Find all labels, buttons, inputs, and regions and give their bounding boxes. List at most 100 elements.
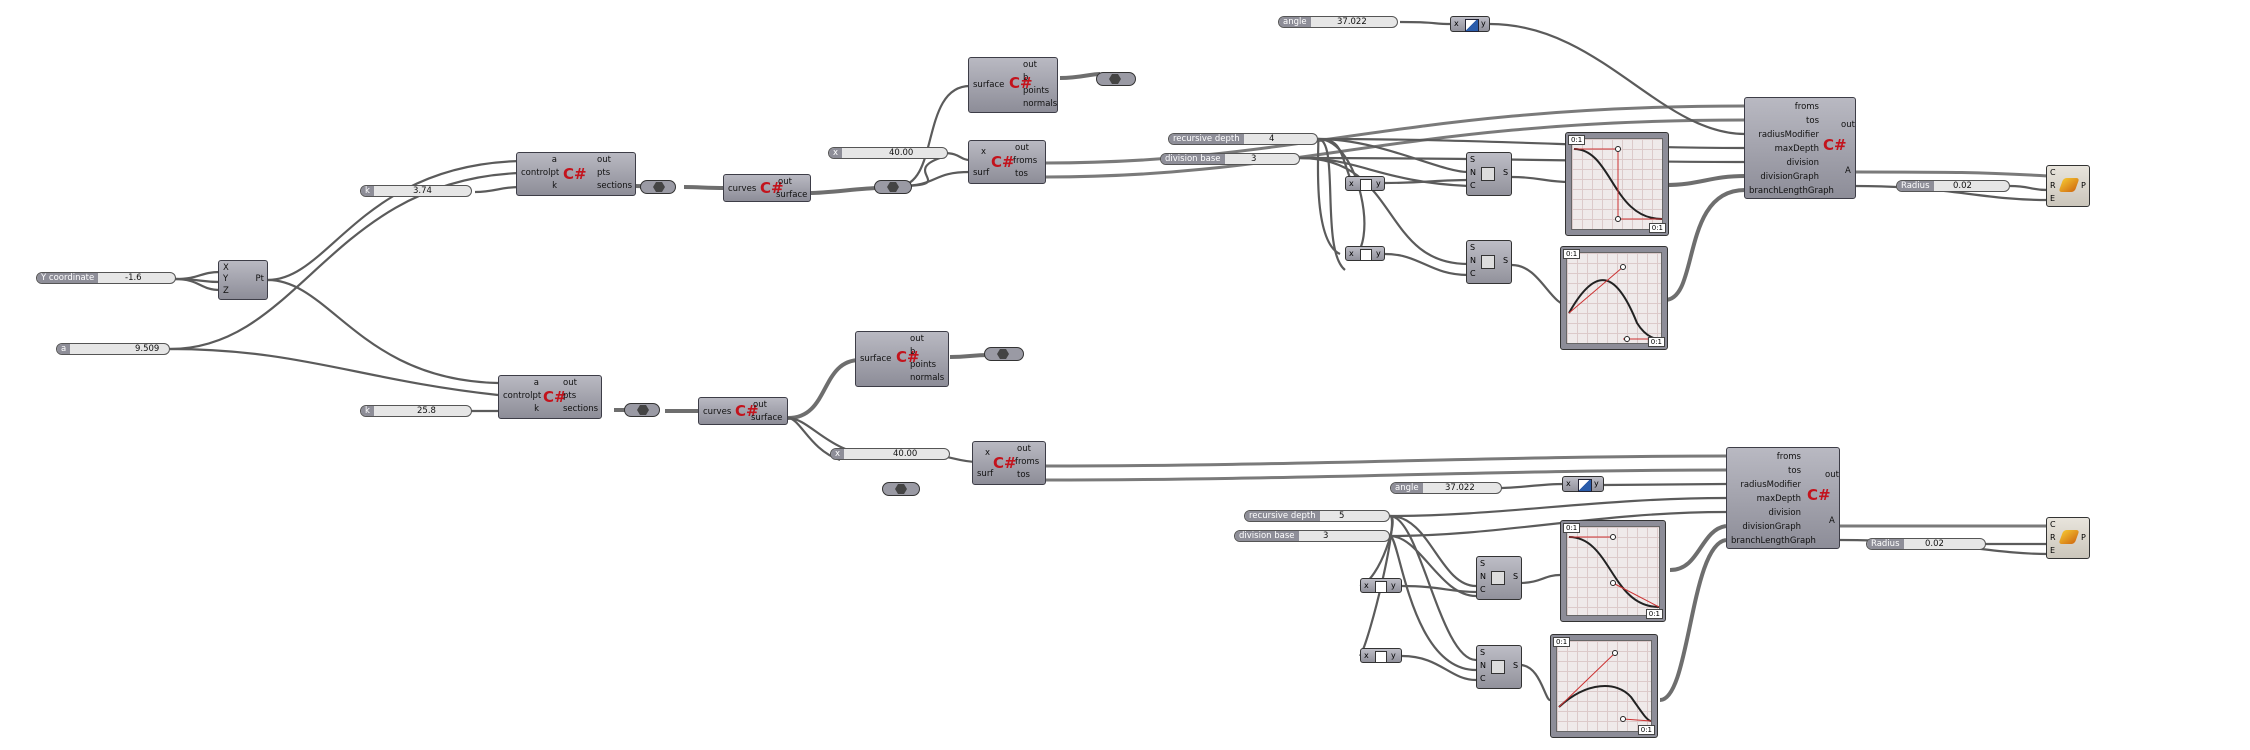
surface-param-bottom[interactable] — [882, 482, 920, 496]
input-radius-modifier: radiusModifier — [1740, 480, 1801, 490]
graph-mapper-bottom-1[interactable]: 0:1 0:1 — [1560, 520, 1666, 622]
function-component-top[interactable]: x y — [1450, 16, 1490, 32]
surface-param-top[interactable] — [874, 180, 912, 194]
input-c: C — [1480, 585, 1486, 594]
slider-recursive-depth-bottom[interactable]: recursive depth 5 — [1244, 510, 1390, 522]
output-sections: sections — [597, 181, 633, 191]
input-branch-length-graph: branchLengthGraph — [1731, 536, 1816, 546]
graph-plot-area[interactable] — [1566, 252, 1662, 344]
slider-k-top[interactable]: k 3.74 — [360, 185, 472, 197]
output-out: out — [1023, 60, 1037, 70]
csharp-icon: C# — [735, 402, 759, 420]
expression-component-top-1[interactable]: x y — [1345, 176, 1385, 191]
tree-csharp-top[interactable]: froms tos radiusModifier maxDepth divisi… — [1744, 97, 1856, 199]
input-s: S — [1480, 648, 1486, 657]
input-s: S — [1470, 155, 1476, 164]
output-p: P — [2081, 533, 2086, 542]
sample-csharp-top[interactable]: surface C# out b points normals — [968, 57, 1058, 113]
graph-plot-area[interactable] — [1566, 526, 1660, 616]
slider-value: 3.74 — [413, 186, 432, 196]
graph-mapper-top-2[interactable]: 0:1 0:1 — [1560, 246, 1668, 350]
input-surface: surface — [973, 80, 1005, 90]
series-icon — [1481, 167, 1495, 181]
series-component-top-1[interactable]: S N C S — [1466, 152, 1512, 196]
input-division: division — [1768, 508, 1801, 518]
graph-plot-area[interactable] — [1556, 640, 1652, 732]
geometry-param-bottom[interactable] — [984, 347, 1024, 361]
bezier-curve-graph — [1568, 534, 1660, 608]
csharp-icon: C# — [1009, 74, 1033, 92]
hexagon-icon — [887, 182, 899, 192]
input-k: k — [552, 181, 557, 191]
slider-angle-bottom[interactable]: angle 37.022 — [1390, 482, 1502, 494]
output-surface: surface — [751, 413, 783, 423]
output-out: out — [1015, 143, 1029, 153]
output-b: b — [1023, 73, 1029, 83]
output-s: S — [1513, 661, 1519, 670]
slider-y-coordinate[interactable]: Y coordinate -1.6 — [36, 272, 176, 284]
series-component-bottom-1[interactable]: S N C S — [1476, 556, 1522, 600]
series-icon — [1491, 660, 1505, 674]
geometry-param-top[interactable] — [1096, 72, 1136, 86]
function-icon — [1375, 581, 1387, 593]
spline-csharp-bottom[interactable]: a controlpt k C# out pts sections — [498, 375, 602, 419]
function-icon — [1465, 19, 1479, 32]
slider-recursive-depth-top[interactable]: recursive depth 4 — [1168, 133, 1318, 145]
output-tos: tos — [1017, 470, 1030, 480]
csharp-icon: C# — [543, 388, 567, 406]
function-component-bottom[interactable]: x y — [1562, 476, 1604, 492]
output-s: S — [1503, 256, 1509, 265]
slider-division-base-bottom[interactable]: division base 3 — [1234, 530, 1390, 542]
slider-k-bottom[interactable]: k 25.8 — [360, 405, 472, 417]
output-y: y — [1376, 249, 1381, 258]
expression-component-bottom-1[interactable]: x y — [1360, 578, 1402, 593]
slider-radius-top[interactable]: Radius 0.02 — [1896, 180, 2010, 192]
csharp-icon: C# — [993, 454, 1017, 472]
series-component-bottom-2[interactable]: S N C S — [1476, 645, 1522, 689]
slider-x-top[interactable]: x 40.00 — [828, 147, 948, 159]
slider-angle-top[interactable]: angle 37.022 — [1278, 16, 1398, 28]
construct-point-component[interactable]: X Y Z Pt — [218, 260, 268, 300]
graph-plot-area[interactable] — [1571, 138, 1663, 230]
input-c: C — [1470, 269, 1476, 278]
csharp-icon: C# — [896, 348, 920, 366]
tree-csharp-bottom[interactable]: froms tos radiusModifier maxDepth divisi… — [1726, 447, 1840, 549]
series-icon — [1481, 255, 1495, 269]
slider-a[interactable]: a 9.509 — [56, 343, 170, 355]
pipe-component-top[interactable]: C R E P — [2046, 165, 2090, 207]
input-division: division — [1786, 158, 1819, 168]
flatten-component-top[interactable] — [640, 180, 676, 194]
input-curves: curves — [703, 407, 732, 417]
slider-value: 37.022 — [1337, 17, 1367, 27]
series-component-top-2[interactable]: S N C S — [1466, 240, 1512, 284]
input-c: C — [1470, 181, 1476, 190]
pipe-icon — [2058, 178, 2080, 192]
slider-value: -1.6 — [125, 273, 142, 283]
pipe-component-bottom[interactable]: C R E P — [2046, 517, 2090, 559]
expression-component-top-2[interactable]: x y — [1345, 246, 1385, 261]
input-s: S — [1480, 559, 1486, 568]
sample-csharp-bottom[interactable]: surface C# out b points normals — [855, 331, 949, 387]
expression-component-bottom-2[interactable]: x y — [1360, 648, 1402, 663]
slider-division-base-top[interactable]: division base 3 — [1160, 153, 1300, 165]
graph-mapper-bottom-2[interactable]: 0:1 0:1 — [1550, 634, 1658, 738]
input-x: x — [1364, 651, 1369, 660]
input-a: a — [551, 155, 557, 165]
slider-label: division base — [1235, 531, 1299, 541]
slider-x-bottom[interactable]: x 40.00 — [830, 448, 950, 460]
bezier-curve-graph — [1568, 264, 1662, 342]
graph-mapper-top-1[interactable]: 0:1 0:1 — [1565, 132, 1669, 236]
input-x: x — [985, 448, 991, 458]
slider-label: a — [57, 344, 71, 354]
loft-csharp-bottom[interactable]: curves C# out surface — [698, 397, 788, 425]
points-csharp-top[interactable]: x surf C# out froms tos — [968, 140, 1046, 184]
flatten-component-bottom[interactable] — [624, 403, 660, 417]
slider-value: 9.509 — [135, 344, 160, 354]
loft-csharp-top[interactable]: curves C# out surface — [723, 174, 811, 202]
slider-label: x — [831, 449, 845, 459]
slider-radius-bottom[interactable]: Radius 0.02 — [1866, 538, 1986, 550]
points-csharp-bottom[interactable]: x surf C# out froms tos — [972, 441, 1046, 485]
input-e: E — [2050, 194, 2056, 203]
spline-csharp-top[interactable]: a controlpt k C# out pts sections — [516, 152, 636, 196]
